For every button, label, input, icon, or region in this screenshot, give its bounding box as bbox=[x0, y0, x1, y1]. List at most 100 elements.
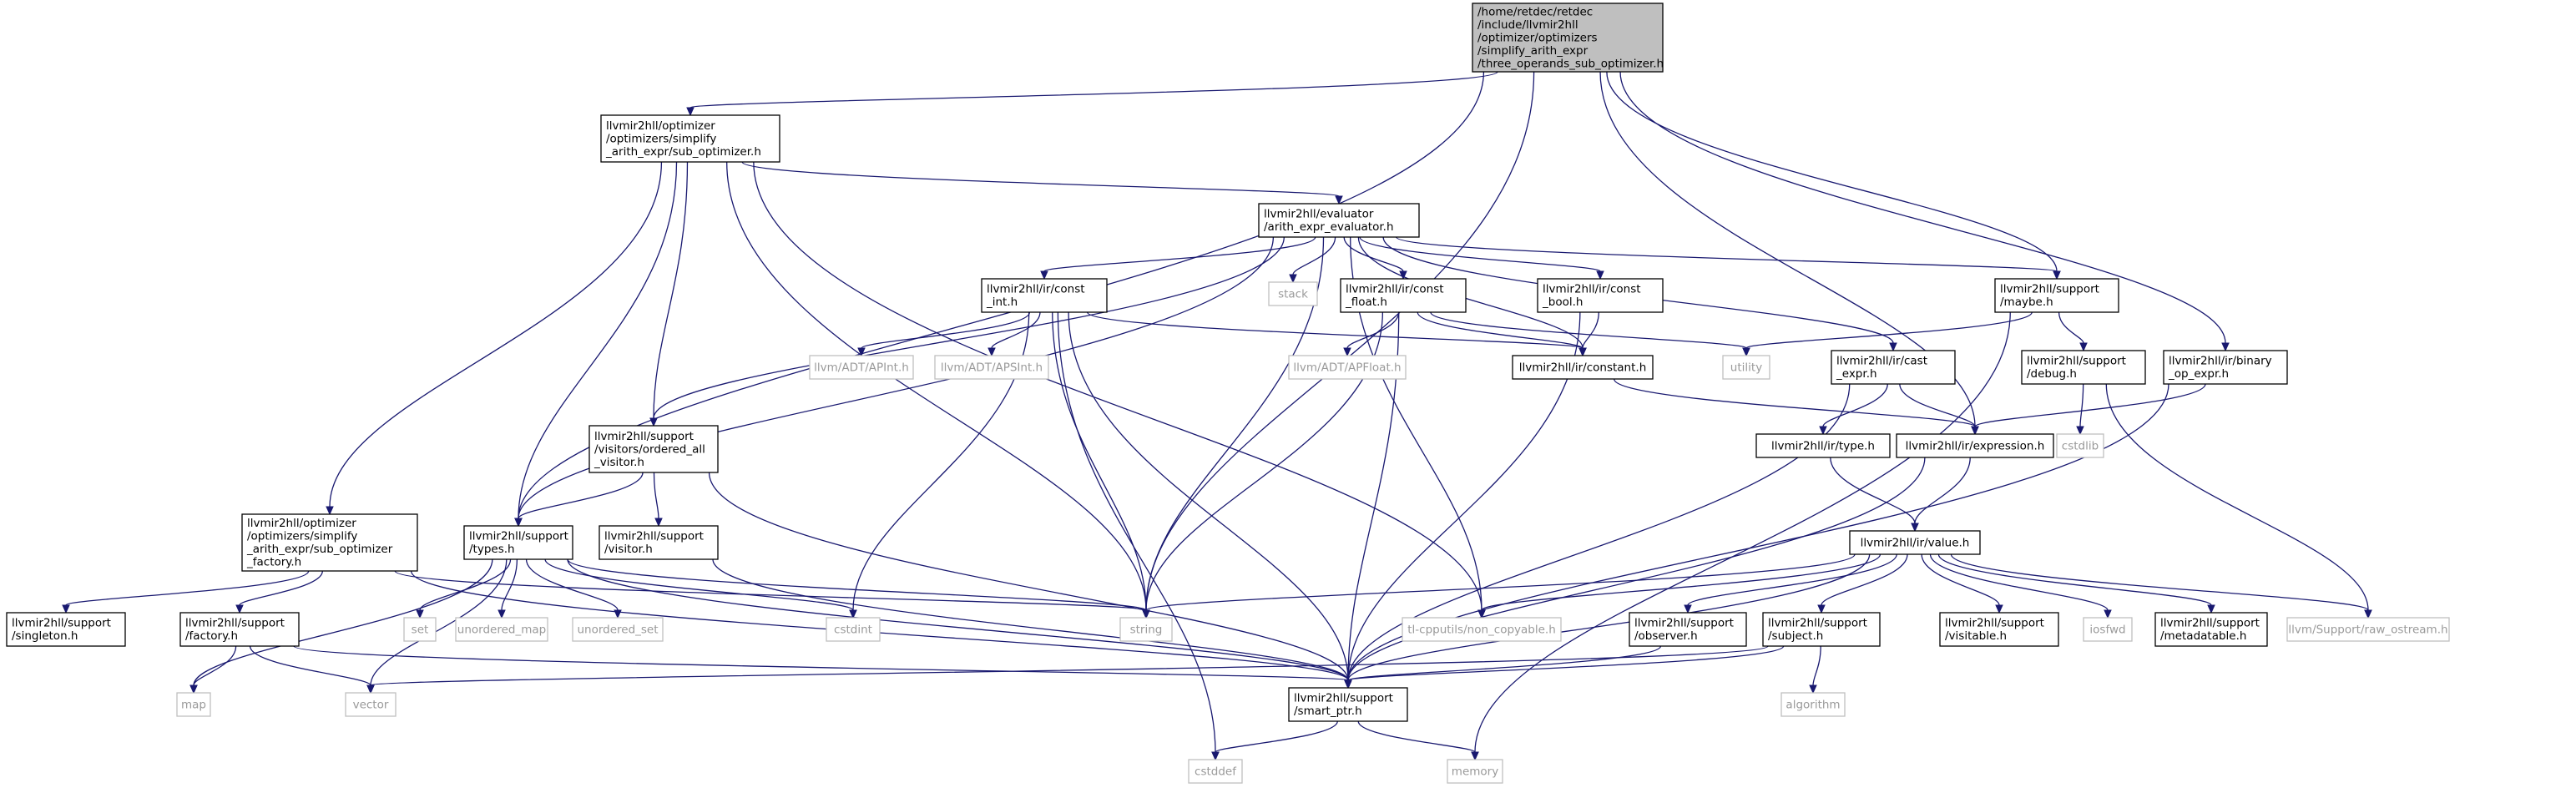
node-value[interactable]: llvmir2hll/ir/value.h bbox=[1849, 530, 1981, 555]
dependency-edge bbox=[329, 161, 663, 508]
node-unordered-map: unordered_map bbox=[455, 617, 548, 642]
dependency-edge bbox=[1481, 553, 1881, 611]
node-label-line: llvmir2hll/support bbox=[2000, 283, 2099, 296]
dependency-edge bbox=[1417, 311, 1583, 349]
dependency-edge bbox=[1822, 383, 1888, 427]
node-vector: vector bbox=[345, 692, 397, 717]
dependency-edge bbox=[1347, 645, 1662, 681]
dependency-edge bbox=[741, 161, 1340, 197]
node-label-line: tl-cpputils/non_copyable.h bbox=[1407, 623, 1556, 636]
dependency-edge bbox=[1937, 553, 2212, 606]
edge-arrowhead bbox=[2079, 342, 2088, 352]
node-box bbox=[1629, 612, 1747, 647]
node-metadatable[interactable]: llvmir2hll/support/metadatable.h bbox=[2154, 612, 2268, 647]
node-box bbox=[1402, 617, 1562, 642]
node-label-line: _arith_expr/sub_optimizer bbox=[246, 543, 393, 556]
node-sfactory[interactable]: llvmir2hll/support/factory.h bbox=[179, 612, 300, 647]
node-evaluator[interactable]: llvmir2hll/evaluator/arith_expr_evaluato… bbox=[1258, 203, 1420, 238]
node-factory-h[interactable]: llvmir2hll/optimizer/optimizers/simplify… bbox=[241, 513, 418, 572]
node-label-line: _op_expr.h bbox=[2168, 367, 2229, 381]
edge-arrowhead bbox=[2364, 609, 2372, 619]
node-label-line: cstdlib bbox=[2062, 439, 2099, 452]
node-box bbox=[1537, 278, 1664, 313]
dependency-edge bbox=[1057, 311, 1216, 753]
dependency-edge bbox=[1821, 553, 1908, 606]
edge-arrowhead bbox=[2207, 604, 2215, 614]
dependency-edge bbox=[1346, 311, 1400, 349]
dependency-edge bbox=[653, 472, 659, 519]
node-box bbox=[826, 617, 881, 642]
node-label-line: /types.h bbox=[469, 543, 515, 556]
node-label-line: _float.h bbox=[1345, 296, 1387, 309]
node-cast-expr[interactable]: llvmir2hll/ir/cast_expr.h bbox=[1831, 350, 1956, 385]
node-subject[interactable]: llvmir2hll/support/subject.h bbox=[1762, 612, 1881, 647]
edge-arrowhead bbox=[2076, 426, 2084, 436]
node-visitor[interactable]: llvmir2hll/support/visitor.h bbox=[599, 525, 719, 560]
dependency-edge bbox=[1347, 383, 2169, 681]
node-singleton[interactable]: llvmir2hll/support/singleton.h bbox=[6, 612, 126, 647]
node-types[interactable]: llvmir2hll/support/types.h bbox=[463, 525, 573, 560]
node-const-bool[interactable]: llvmir2hll/ir/const_bool.h bbox=[1537, 278, 1664, 313]
node-sub-opt[interactable]: llvmir2hll/optimizer/optimizers/simplify… bbox=[600, 114, 780, 163]
node-box bbox=[1119, 617, 1173, 642]
edge-arrowhead bbox=[857, 347, 866, 357]
node-label-line: llvmir2hll/ir/const bbox=[987, 283, 1085, 296]
edge-arrowhead bbox=[1344, 679, 1352, 690]
node-label-line: llvmir2hll/optimizer bbox=[606, 119, 715, 133]
node-type-h[interactable]: llvmir2hll/ir/type.h bbox=[1755, 433, 1891, 458]
node-label-line: llvmir2hll/ir/value.h bbox=[1861, 536, 1970, 549]
node-box bbox=[600, 114, 780, 163]
node-const-float[interactable]: llvmir2hll/ir/const_float.h bbox=[1340, 278, 1467, 313]
node-box bbox=[981, 278, 1108, 313]
edge-arrowhead bbox=[1817, 604, 1826, 614]
node-label-line: llvmir2hll/optimizer bbox=[247, 517, 356, 530]
node-smart-ptr[interactable]: llvmir2hll/support/smart_ptr.h bbox=[1288, 687, 1408, 722]
node-label-line: stack bbox=[1278, 287, 1308, 301]
node-map: map bbox=[176, 692, 211, 717]
edge-arrowhead bbox=[514, 518, 523, 528]
edge-arrowhead bbox=[1742, 347, 1750, 357]
dependency-edge bbox=[1914, 457, 1971, 524]
dependency-edge bbox=[1347, 645, 1785, 681]
node-box bbox=[1188, 759, 1243, 784]
node-visitable[interactable]: llvmir2hll/support/visitable.h bbox=[1939, 612, 2059, 647]
node-ordered-all[interactable]: llvmir2hll/support/visitors/ordered_all_… bbox=[588, 425, 719, 473]
node-box bbox=[2021, 350, 2146, 385]
node-label-line: /singleton.h bbox=[12, 629, 78, 643]
node-noncopy: tl-cpputils/non_copyable.h bbox=[1402, 617, 1562, 642]
node-const-int[interactable]: llvmir2hll/ir/const_int.h bbox=[981, 278, 1108, 313]
dependency-edge bbox=[1043, 236, 1316, 272]
node-label-line: /arith_expr_evaluator.h bbox=[1264, 220, 1394, 234]
dependency-edge bbox=[653, 236, 1285, 419]
dependency-edge bbox=[2079, 383, 2084, 427]
dependency-edge bbox=[193, 645, 237, 686]
dependency-edge bbox=[544, 558, 854, 611]
edge-arrowhead bbox=[1289, 274, 1297, 284]
node-label-line: cstddef bbox=[1195, 765, 1237, 778]
node-cstdint: cstdint bbox=[826, 617, 881, 642]
node-label-line: llvm/ADT/APInt.h bbox=[814, 361, 909, 374]
node-label-line: /factory.h bbox=[185, 629, 238, 643]
node-box bbox=[1994, 278, 2119, 313]
node-binary-op[interactable]: llvmir2hll/ir/binary_op_expr.h bbox=[2163, 350, 2288, 385]
node-box bbox=[1288, 355, 1407, 380]
node-observer[interactable]: llvmir2hll/support/observer.h bbox=[1629, 612, 1747, 647]
dependency-edge bbox=[518, 161, 678, 519]
node-constant[interactable]: llvmir2hll/ir/constant.h bbox=[1512, 355, 1654, 380]
node-label-line: unordered_set bbox=[577, 623, 658, 636]
node-expression[interactable]: llvmir2hll/ir/expression.h bbox=[1896, 433, 2054, 458]
node-label-line: llvmir2hll/ir/const bbox=[1543, 283, 1641, 296]
node-box bbox=[1762, 612, 1881, 647]
node-box bbox=[1447, 759, 1503, 784]
dependency-edge bbox=[518, 236, 1275, 519]
node-box bbox=[176, 692, 211, 717]
node-label-line: llvmir2hll/support bbox=[1294, 692, 1393, 705]
node-maybe[interactable]: llvmir2hll/support/maybe.h bbox=[1994, 278, 2119, 313]
node-label-line: llvm/ADT/APFloat.h bbox=[1293, 361, 1401, 374]
edge-arrowhead bbox=[1040, 270, 1048, 280]
node-box bbox=[241, 513, 418, 572]
node-root[interactable]: /home/retdec/retdec/include/llvmir2hll/o… bbox=[1472, 3, 1664, 73]
node-debug[interactable]: llvmir2hll/support/debug.h bbox=[2021, 350, 2146, 385]
dependency-edge bbox=[708, 472, 1349, 681]
node-label-line: /simplify_arith_expr bbox=[1477, 44, 1589, 58]
